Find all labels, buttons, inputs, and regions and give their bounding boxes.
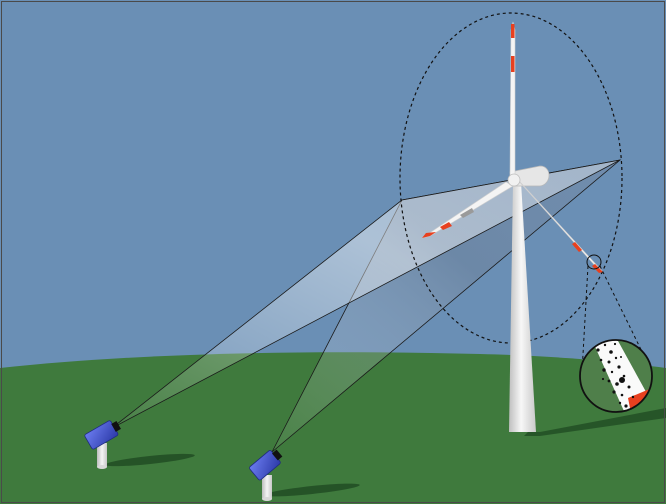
blade-top-red-band [511,56,515,72]
blade-right-red-band [572,242,582,252]
blade-top-red-tip [511,24,515,38]
tower-shadow [524,408,666,436]
blade-left-red-tip [422,232,436,238]
blade-top [509,21,516,177]
right-camera-lens [271,449,283,461]
blade-left-red-band [440,222,452,230]
stereo-camera-right [249,449,283,501]
turbine-tower [509,182,536,432]
right-camera-shadow [264,483,360,497]
left-camera-post [97,443,107,467]
right-camera-post [262,475,272,499]
inset-speckle-pattern [596,342,635,408]
stereo-camera-left [84,420,121,469]
rotor-hub [507,173,521,187]
inset-target-dot [619,377,625,383]
blade-marker-circle [586,254,602,270]
left-camera-lens [111,421,121,432]
blade-left-grey-band [460,208,474,218]
left-camera-shadow [105,453,195,467]
